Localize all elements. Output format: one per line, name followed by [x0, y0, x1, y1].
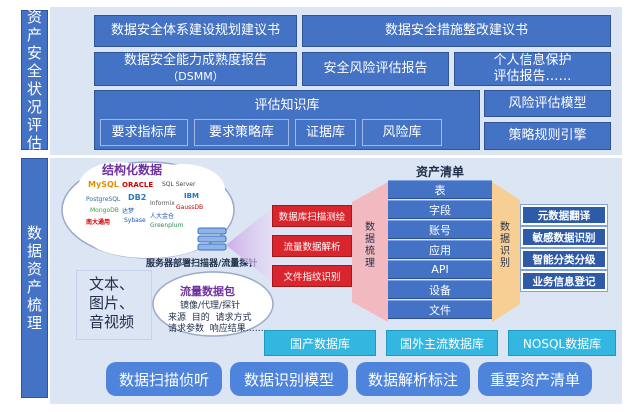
capability-scan-listen: 数据扫描侦听 — [106, 362, 222, 396]
dsmm-report-box: 数据安全能力成熟度报告 （DSMM） — [94, 52, 297, 86]
asset-item-api: API — [388, 260, 492, 279]
policy-engine-box: 策略规则引擎 — [484, 122, 611, 150]
traffic-data-cloud — [152, 271, 274, 337]
traffic-title: 流量数据包 — [180, 285, 235, 298]
knowledge-base-box: 评估知识库 要求指标库 要求策略库 证据库 风险库 — [94, 90, 480, 150]
structured-data-cloud — [61, 161, 235, 259]
db-domestic: 国产数据库 — [264, 330, 376, 356]
db-logo-greenplum: Greenplum — [150, 222, 184, 229]
server-scanner-icon — [197, 227, 227, 251]
kb-item-evidence: 证据库 — [295, 119, 356, 146]
remediation-proposal-box: 数据安全措施整改建议书 — [302, 15, 611, 47]
planning-proposal-box: 数据安全体系建设规划建议书 — [94, 15, 297, 47]
combing-funnel — [352, 182, 388, 322]
kb-item-requirement-index: 要求指标库 — [100, 119, 188, 146]
db-logo-gbase: 南大通用 — [86, 219, 111, 226]
db-logo-sqlserver: SQL Server — [162, 181, 196, 188]
output-smart-classify: 智能分类分级 — [520, 248, 608, 270]
kb-item-requirement-policy: 要求策略库 — [194, 119, 289, 146]
output-metadata-translate: 元数据翻译 — [520, 204, 608, 226]
privacy-report-box: 个人信息保护 评估报告…… — [454, 52, 611, 86]
identify-label: 数据识别 — [500, 222, 510, 269]
capability-identify-model: 数据识别模型 — [230, 362, 348, 396]
side-label-asset-security: 资产安全状况评估 — [21, 8, 48, 152]
db-nosql: NOSQL数据库 — [508, 330, 616, 356]
output-business-register: 业务信息登记 — [520, 270, 608, 292]
db-logo-mysql: MySQL — [88, 180, 119, 189]
capability-parse-annotate: 数据解析标注 — [356, 362, 470, 396]
db-logo-gaussdb: GaussDB — [176, 204, 204, 211]
asset-item-device: 设备 — [388, 280, 492, 299]
asset-item-account: 账号 — [388, 220, 492, 239]
structured-data-title: 结构化数据 — [102, 163, 163, 177]
db-logo-informix: Informix — [150, 200, 175, 207]
risk-model-box: 风险评估模型 — [484, 90, 611, 117]
side-label-asset-combing: 数据资产梳理 — [21, 158, 48, 398]
db-foreign: 国外主流数据库 — [386, 330, 498, 356]
db-logo-dameng: 达梦 — [122, 208, 135, 215]
unstructured-data-box: 文本、 图片、 音视频 — [76, 270, 152, 340]
method-traffic-parse: 流量数据解析 — [272, 235, 352, 257]
risk-assessment-report-box: 安全风险评估报告 — [302, 52, 449, 86]
db-logo-kingbase: 人大金仓 — [150, 213, 175, 220]
asset-list-title: 资产清单 — [415, 165, 464, 179]
asset-item-application: 应用 — [388, 240, 492, 259]
db-logo-postgresql: PostgreSQL — [86, 196, 121, 203]
output-sensitive-identify: 敏感数据识别 — [520, 226, 608, 248]
asset-item-file: 文件 — [388, 300, 492, 319]
db-logo-ibm: IBM — [184, 192, 199, 200]
db-logo-oracle: ORACLE — [122, 181, 154, 189]
method-file-fingerprint: 文件指纹识别 — [272, 265, 352, 287]
db-logo-sybase: Sybase — [124, 217, 146, 224]
scan-beam — [226, 205, 276, 285]
traffic-line2: 请求参数 响应结果…… — [168, 324, 264, 334]
kb-item-risk: 风险库 — [362, 119, 442, 146]
scanner-label: 服务器部署扫描器/流量探针 — [146, 259, 258, 269]
knowledge-base-title: 评估知识库 — [254, 98, 320, 113]
asset-item-field: 字段 — [388, 200, 492, 219]
asset-item-table: 表 — [388, 180, 492, 199]
identify-funnel — [492, 182, 520, 322]
traffic-subtitle: 镜像/代理/探针 — [180, 301, 241, 311]
combing-label: 数据梳理 — [365, 222, 375, 269]
traffic-line1: 来源 目的 请求方式 — [168, 313, 252, 323]
method-db-scan: 数据库扫描测绘 — [272, 205, 352, 227]
capability-important-assets: 重要资产清单 — [478, 362, 592, 396]
db-logo-mongodb: MongoDB — [90, 207, 119, 214]
db-logo-db2: DB2 — [128, 193, 147, 202]
